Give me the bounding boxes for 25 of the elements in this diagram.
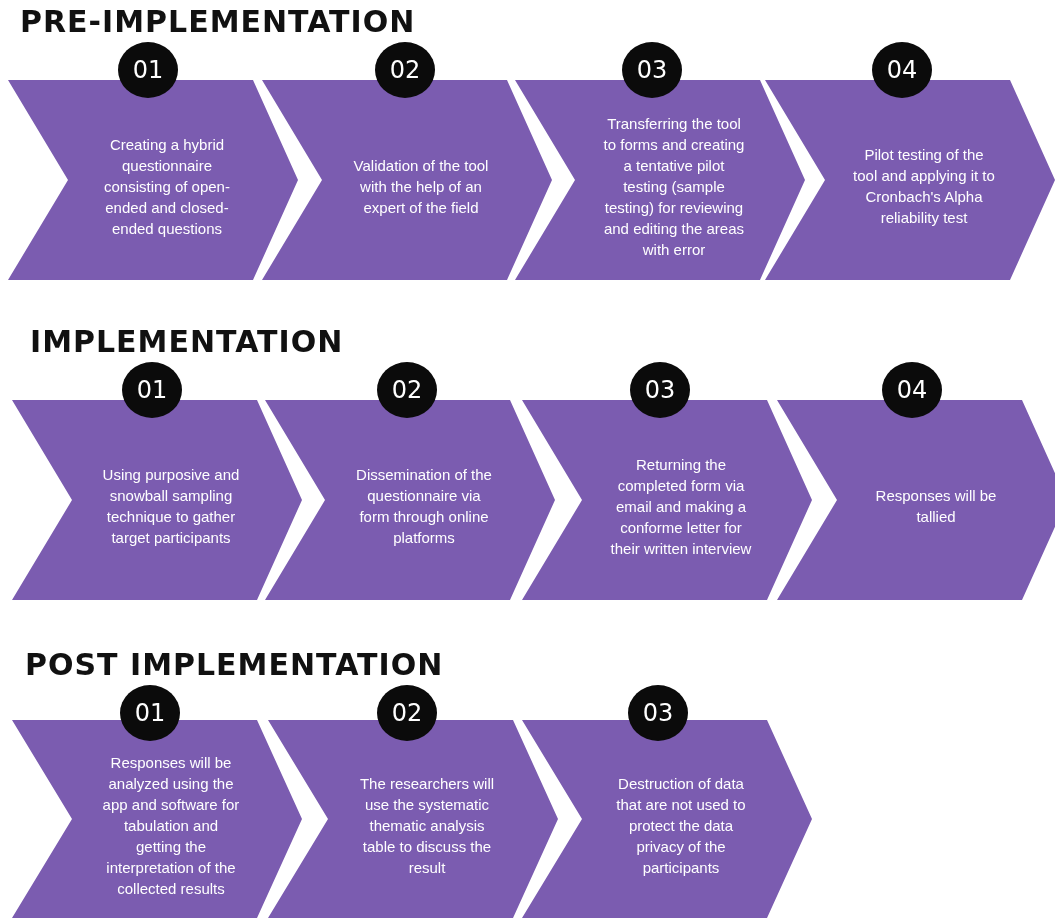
step-number-circle: 03 bbox=[622, 42, 682, 98]
step-description: Validation of the tool with the help of an expert of the field bbox=[352, 155, 490, 218]
step-description: Dissemination of the questionnaire via form through online platforms bbox=[355, 465, 493, 548]
step-description: The researchers will use the systematic thematic analysis table to discuss the result bbox=[358, 773, 496, 878]
step-number-circle: 04 bbox=[882, 362, 942, 418]
section-heading: POST IMPLEMENTATION bbox=[25, 647, 444, 682]
step-number-circle: 02 bbox=[377, 362, 437, 418]
step-number-circle: 03 bbox=[630, 362, 690, 418]
step-description: Responses will be analyzed using the app and software for tabulation and getting the interpretation of the collected results bbox=[101, 752, 241, 899]
step-description: Transferring the tool to forms and creating a tentative pilot testing (sample testing) for reviewing and editing the areas with error bbox=[603, 113, 745, 260]
step-number-circle: 04 bbox=[872, 42, 932, 98]
step-number-circle: 03 bbox=[628, 685, 688, 741]
step-description: Pilot testing of the tool and applying it to Cronbach's Alpha reliability test bbox=[853, 145, 995, 228]
step-number-circle: 01 bbox=[118, 42, 178, 98]
step-number-circle: 01 bbox=[120, 685, 180, 741]
section-heading: PRE-IMPLEMENTATION bbox=[20, 4, 416, 39]
step-description: Returning the completed form via email and making a conforme letter for their written interview bbox=[610, 454, 752, 559]
section-heading: IMPLEMENTATION bbox=[30, 324, 344, 359]
step-description: Creating a hybrid questionnaire consisting of open-ended and closed-ended questions bbox=[103, 134, 231, 239]
step-number-circle: 02 bbox=[377, 685, 437, 741]
step-number-circle: 01 bbox=[122, 362, 182, 418]
step-number-circle: 02 bbox=[375, 42, 435, 98]
step-description: Responses will be tallied bbox=[874, 486, 998, 527]
step-description: Destruction of data that are not used to protect the data privacy of the participants bbox=[615, 773, 747, 878]
step-description: Using purposive and snowball sampling technique to gather target participants bbox=[101, 465, 241, 548]
